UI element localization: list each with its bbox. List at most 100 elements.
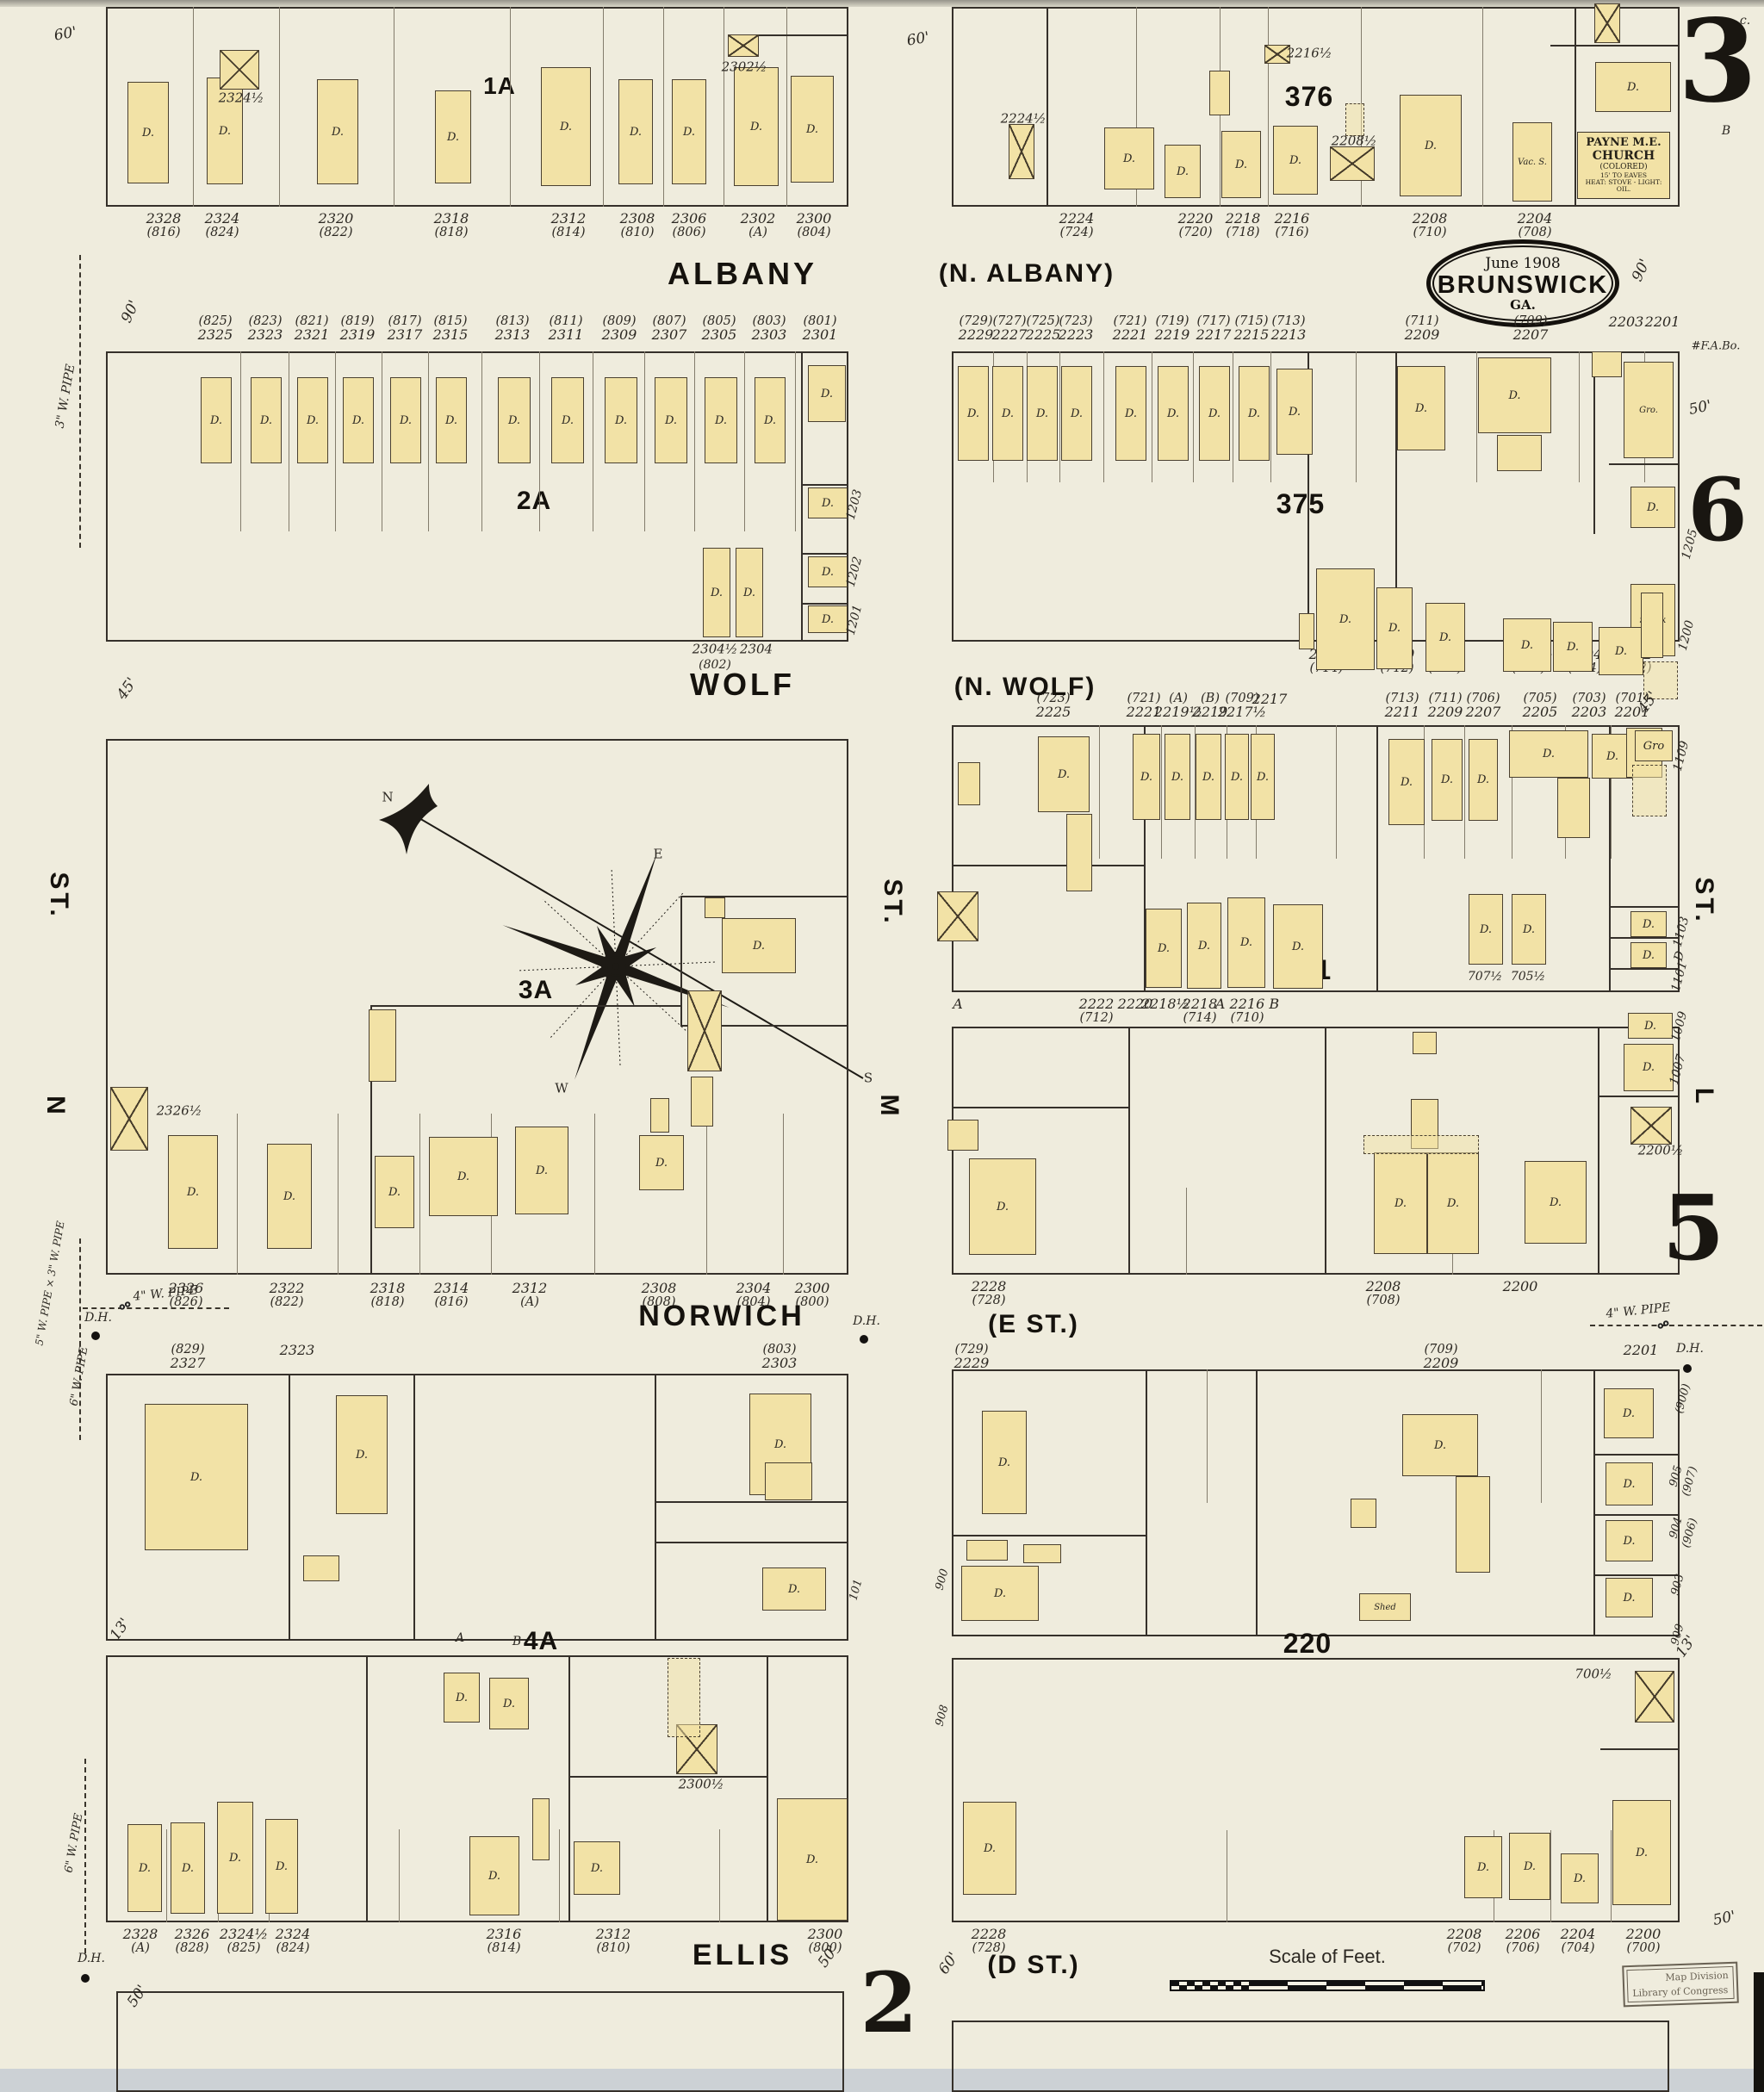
water-pipe-line [79, 255, 81, 548]
lot-divider [1482, 7, 1483, 207]
church-heat-note: HEAT: STOVE - LIGHT: OIL. [1585, 177, 1662, 194]
block-internal-line [1325, 1027, 1326, 1275]
building: D. [655, 377, 687, 463]
building-label: D. [1171, 770, 1184, 784]
water-pipe-line [1590, 1325, 1762, 1326]
scan-edge-right [1754, 1972, 1764, 2092]
lot-label: (805)2305 [702, 314, 737, 343]
block-number-1A: 1A [483, 72, 516, 99]
building: D. [703, 548, 730, 637]
building: D. [777, 1798, 848, 1921]
lot-label: 2220(720) [1178, 211, 1214, 239]
block-outline-4A-lower [106, 1655, 848, 1922]
lot-label-line: (809) [602, 314, 637, 328]
water-pipe-line [84, 1759, 86, 1953]
lot-label-line: (713) [1385, 692, 1419, 705]
block-internal-line [1600, 1748, 1680, 1750]
lot-label-line: (708) [1518, 225, 1552, 239]
lot-divider [237, 1114, 238, 1275]
lot-label-line: 2328 [122, 1926, 158, 1942]
lot-divider [481, 351, 482, 531]
lot-divider [510, 7, 511, 207]
lot-label-line: 2318 [433, 210, 469, 227]
block-internal-line [952, 1535, 1146, 1536]
lot-label-line: 2319 [339, 326, 376, 344]
lot-label-line: 2225 [1025, 326, 1061, 344]
building: D. [1388, 739, 1425, 825]
lot-label: 2228(728) [972, 1927, 1007, 1955]
building: D. [251, 377, 282, 463]
lot-label-line: 2206 [1505, 1926, 1541, 1942]
block-internal-line [952, 1107, 1128, 1108]
lot-label-line: 2227 [991, 326, 1028, 344]
lot-label: 2224(724) [1059, 211, 1095, 239]
corner-mark: B [1721, 124, 1731, 138]
building [1497, 435, 1542, 471]
lot-label: (719)2219 [1155, 314, 1190, 343]
map-annotation: 700½ [1575, 1666, 1612, 1682]
street-label-vertical: ST. [879, 878, 907, 927]
lot-label-line: (818) [370, 1294, 405, 1309]
street-label-vertical: M [875, 1094, 904, 1120]
stamp-city: BRUNSWICK [1437, 271, 1609, 299]
lot-label: (715)2215 [1234, 314, 1270, 343]
building: D. [1464, 1836, 1502, 1898]
building: D. [1402, 1414, 1478, 1476]
lot-divider [1356, 351, 1357, 482]
lot-label: (803)2303 [762, 1343, 798, 1371]
lot-label: (729)2229 [954, 1343, 990, 1371]
sheet-number: 6 [1687, 459, 1748, 561]
building [1456, 1476, 1490, 1573]
building: D. [1604, 1388, 1654, 1438]
map-annotation: 90' [1628, 256, 1655, 284]
lot-label: 2201 [1624, 1343, 1659, 1358]
building-label: D. [1433, 1438, 1447, 1452]
building-label: D. [138, 1861, 152, 1875]
lot-label: (725)2225 [1025, 314, 1061, 344]
building: D. [1273, 126, 1318, 195]
lot-label: 2324(824) [205, 211, 240, 239]
lot-divider [1161, 725, 1162, 859]
lot-label: (B)2219 [1193, 692, 1228, 720]
lot-label-line: 2218½ [1140, 996, 1190, 1012]
building-label: D. [1122, 152, 1136, 165]
map-annotation: 2304½ [692, 641, 738, 657]
building-label: D. [1642, 1061, 1655, 1074]
lot-label: (723)2223 [1059, 314, 1094, 343]
building-label: D. [1646, 500, 1660, 514]
lot-label-line: (729) [959, 314, 993, 328]
lot-label: (801)2301 [803, 314, 838, 343]
lot-label: (803)2303 [752, 314, 787, 343]
lot-label: 2323 [280, 1343, 315, 1358]
lot-label: 2312(814) [551, 211, 587, 239]
lot-divider [1579, 351, 1580, 482]
lot-label-line: 2320 [318, 210, 354, 227]
map-annotation: 2200½ [1637, 1142, 1684, 1158]
lot-label: 2318(818) [370, 1281, 406, 1309]
map-annotation: 2324½ [218, 90, 264, 106]
building [1351, 1499, 1376, 1528]
lot-label-line: (A) [748, 225, 767, 239]
lot-label-line: 2200 [1625, 1926, 1662, 1942]
lot-label: 2218½ [1140, 996, 1190, 1012]
building [1363, 1135, 1479, 1154]
compass-direction-label: S [863, 1070, 873, 1086]
lot-divider [603, 7, 604, 207]
street-label: ELLIS [692, 1939, 793, 1971]
building-label: D. [749, 120, 763, 133]
lot-label: (809)2309 [602, 314, 637, 343]
outbuilding-crosshatched [1330, 146, 1375, 181]
building: D. [992, 366, 1023, 461]
building [1413, 1032, 1437, 1054]
block-internal-line [1609, 725, 1611, 992]
building-label: D. [1623, 1477, 1636, 1491]
lot-label-line: A 2216 B [1214, 996, 1280, 1012]
building: D. [639, 1135, 684, 1190]
building-label: D. [399, 413, 413, 427]
building: D. [605, 377, 637, 463]
block-internal-line [952, 865, 1144, 866]
building-label: D. [590, 1861, 604, 1875]
building: D. [1553, 622, 1593, 672]
lot-label: 2328(A) [123, 1927, 158, 1955]
building-label: D. [502, 1697, 516, 1710]
